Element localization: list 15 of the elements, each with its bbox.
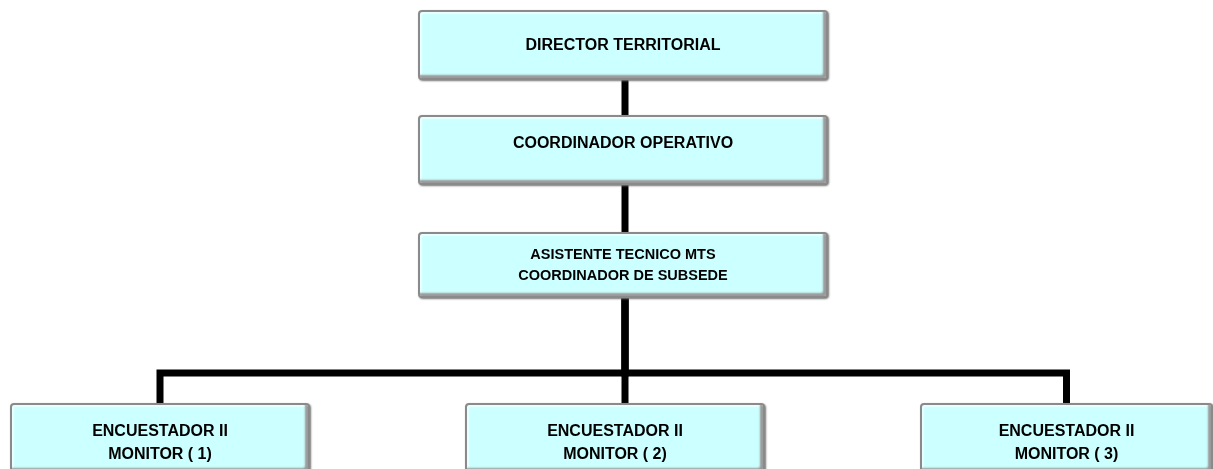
connector-line [621, 185, 629, 232]
position-box [10, 403, 310, 469]
connector-line [621, 80, 629, 115]
position-title: ENCUESTADOR II MONITOR ( 3) [997, 421, 1136, 465]
position-title: COORDINADOR OPERATIVO [512, 133, 734, 153]
connector-line [621, 298, 1070, 403]
position-title: ENCUESTADOR II MONITOR ( 1) [91, 421, 229, 465]
position-box [465, 403, 765, 469]
position-title: DIRECTOR TERRITORIAL [525, 35, 721, 56]
position-box [920, 403, 1213, 469]
position-box [418, 232, 828, 298]
position-title: ASISTENTE TECNICO MTS COORDINADOR DE SUBSEDE [517, 245, 729, 285]
position-title: ENCUESTADOR II MONITOR ( 2) [546, 421, 684, 465]
position-box [418, 10, 828, 80]
position-box [418, 115, 828, 185]
